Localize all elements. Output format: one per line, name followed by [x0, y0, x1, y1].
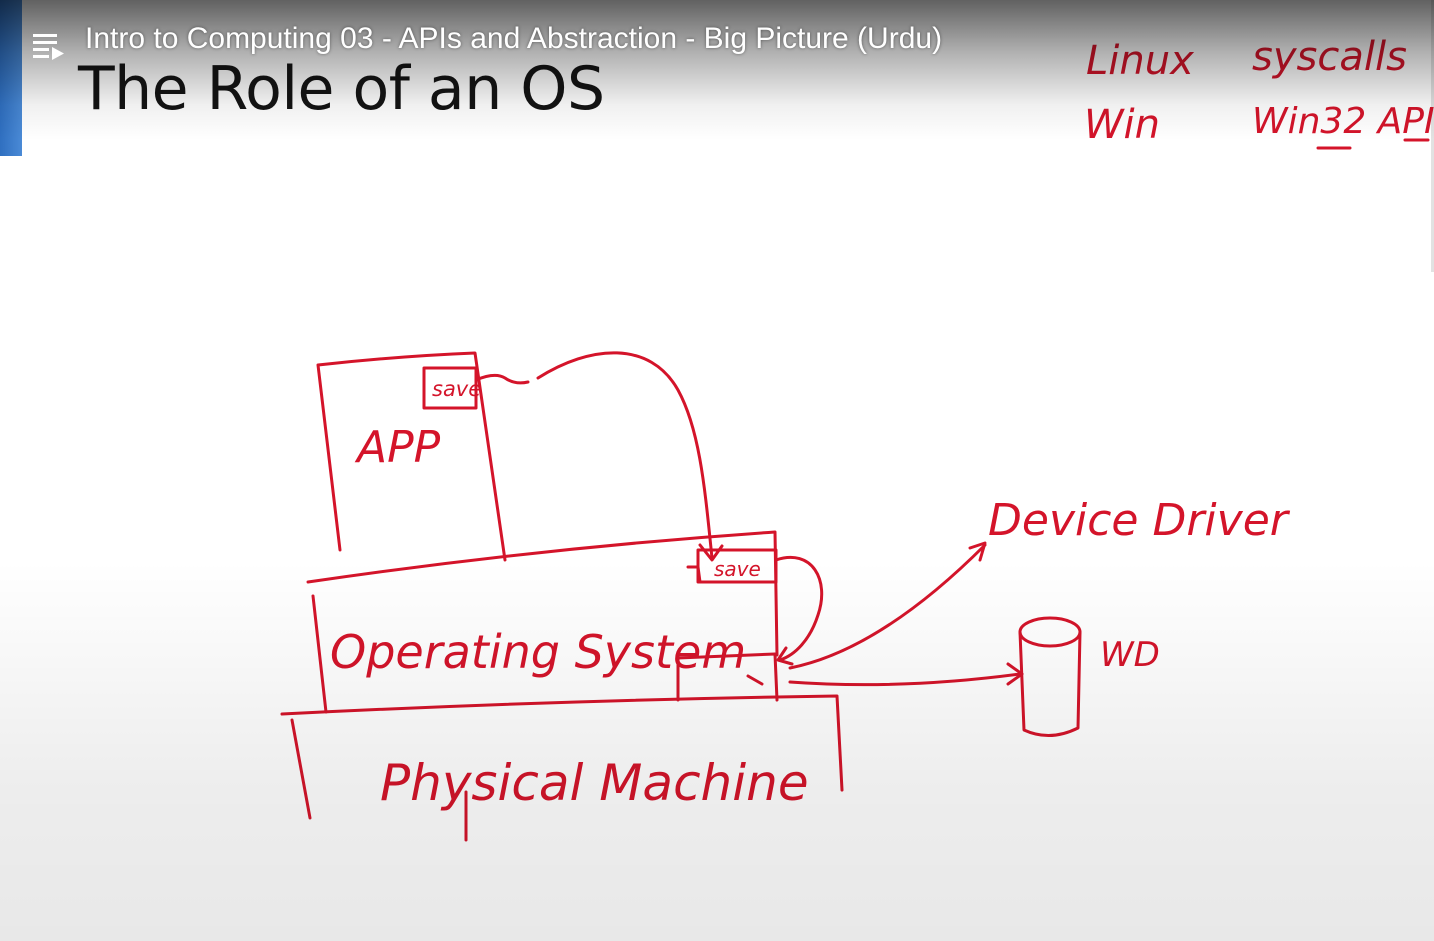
app-save-tail — [474, 373, 530, 385]
inner-arrow — [746, 674, 764, 686]
os-save-label: save — [714, 557, 761, 581]
os-label: Operating System — [330, 625, 746, 679]
slide-title: The Role of an OS — [78, 54, 605, 124]
machine-label: Physical Machine — [380, 754, 809, 812]
wd-label: WD — [1100, 635, 1160, 675]
video-title-link[interactable]: Intro to Computing 03 - APIs and Abstrac… — [85, 22, 943, 55]
app-save-box — [422, 366, 478, 410]
driver-arrow — [788, 543, 987, 670]
disk-body — [1018, 630, 1082, 737]
machine-box-outline — [280, 694, 844, 820]
bottom-vignette — [0, 560, 1434, 941]
syscalls-label: syscalls — [1252, 34, 1407, 80]
win32api-label: Win32 API — [1252, 101, 1434, 142]
win-label: Win — [1084, 102, 1160, 148]
app-label: APP — [354, 422, 441, 473]
os-save-box — [696, 548, 778, 584]
driver-module — [676, 652, 779, 702]
driver-arrowhead — [968, 541, 987, 562]
win32-underline — [1316, 138, 1430, 150]
os-save-tick — [686, 565, 702, 584]
playlist-button[interactable] — [28, 26, 68, 66]
os-box-outline — [306, 530, 779, 714]
app-to-os-arrowhead — [698, 543, 724, 562]
disk-top — [1018, 616, 1082, 648]
linux-label: Linux — [1086, 38, 1194, 84]
disk-arrow — [788, 672, 1022, 687]
device-driver-label: Device Driver — [988, 495, 1291, 546]
os-save-loop-arrow — [774, 556, 824, 662]
playlist-icon — [33, 34, 64, 60]
loop-arrowhead — [776, 646, 794, 666]
app-save-label: save — [432, 377, 481, 401]
app-box-outline — [316, 351, 507, 562]
disk-arrowhead — [1006, 662, 1024, 686]
app-to-os-arrow — [536, 351, 714, 560]
slide-accent-bar — [0, 0, 22, 156]
